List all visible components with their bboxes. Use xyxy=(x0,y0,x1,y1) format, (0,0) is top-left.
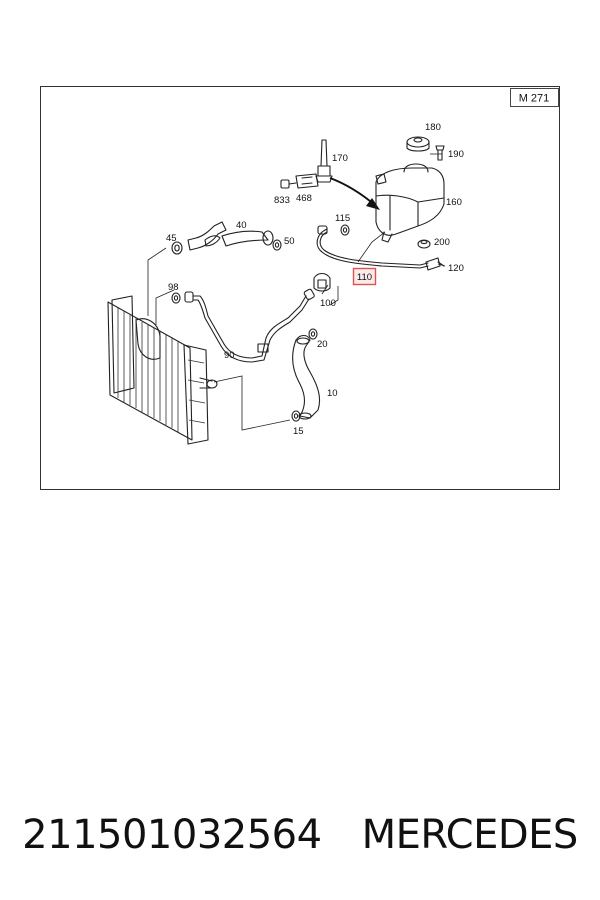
label-833: 833 xyxy=(274,195,290,206)
part-110-highlight[interactable]: 110 xyxy=(352,267,377,286)
label-15: 15 xyxy=(293,426,304,437)
label-170: 170 xyxy=(332,153,348,164)
product-caption: 211501032564 MERCEDES xyxy=(0,800,600,870)
part-10-hose xyxy=(291,334,321,420)
label-40: 40 xyxy=(236,220,247,231)
label-190: 190 xyxy=(448,149,464,160)
part-110-hose xyxy=(316,225,429,269)
part-115-seal xyxy=(340,224,350,236)
label-50: 50 xyxy=(284,236,295,247)
part-200-bushing xyxy=(417,239,431,249)
part-45-seal xyxy=(171,241,183,255)
part-90-hose xyxy=(184,288,315,363)
label-98: 98 xyxy=(168,282,179,293)
part-98-seal xyxy=(171,292,181,304)
part-20-seal xyxy=(308,328,318,340)
part-number: 211501032564 xyxy=(22,812,322,858)
label-90: 90 xyxy=(224,350,235,361)
label-180: 180 xyxy=(425,122,441,133)
label-160: 160 xyxy=(446,197,462,208)
part-190-screw xyxy=(435,145,445,161)
label-45: 45 xyxy=(166,233,177,244)
part-180-cap xyxy=(406,136,430,152)
label-20: 20 xyxy=(317,339,328,350)
diagram-frame xyxy=(40,86,560,490)
label-468: 468 xyxy=(296,193,312,204)
part-833-clip xyxy=(280,179,297,189)
highlight-box xyxy=(352,267,377,286)
part-468-connector xyxy=(295,173,319,189)
part-120-fitting xyxy=(425,257,445,271)
engine-code-box: M 271 xyxy=(510,88,559,107)
part-50-clamp xyxy=(272,239,282,251)
label-100: 100 xyxy=(320,298,336,309)
label-115: 115 xyxy=(335,213,350,224)
label-200: 200 xyxy=(434,237,450,248)
part-160-expansion-tank xyxy=(375,163,445,243)
label-10: 10 xyxy=(327,388,338,399)
part-100-clip xyxy=(313,272,331,292)
part-15-seal xyxy=(291,410,301,422)
part-40-hose xyxy=(187,221,274,251)
radiator-drawing xyxy=(107,295,218,445)
part-labels: 180 190 170 160 833 468 115 200 120 40 4… xyxy=(166,122,464,437)
engine-code-label: M 271 xyxy=(519,93,550,105)
label-110: 110 xyxy=(357,272,372,283)
label-120: 120 xyxy=(448,263,464,274)
brand-name: MERCEDES xyxy=(361,812,579,858)
